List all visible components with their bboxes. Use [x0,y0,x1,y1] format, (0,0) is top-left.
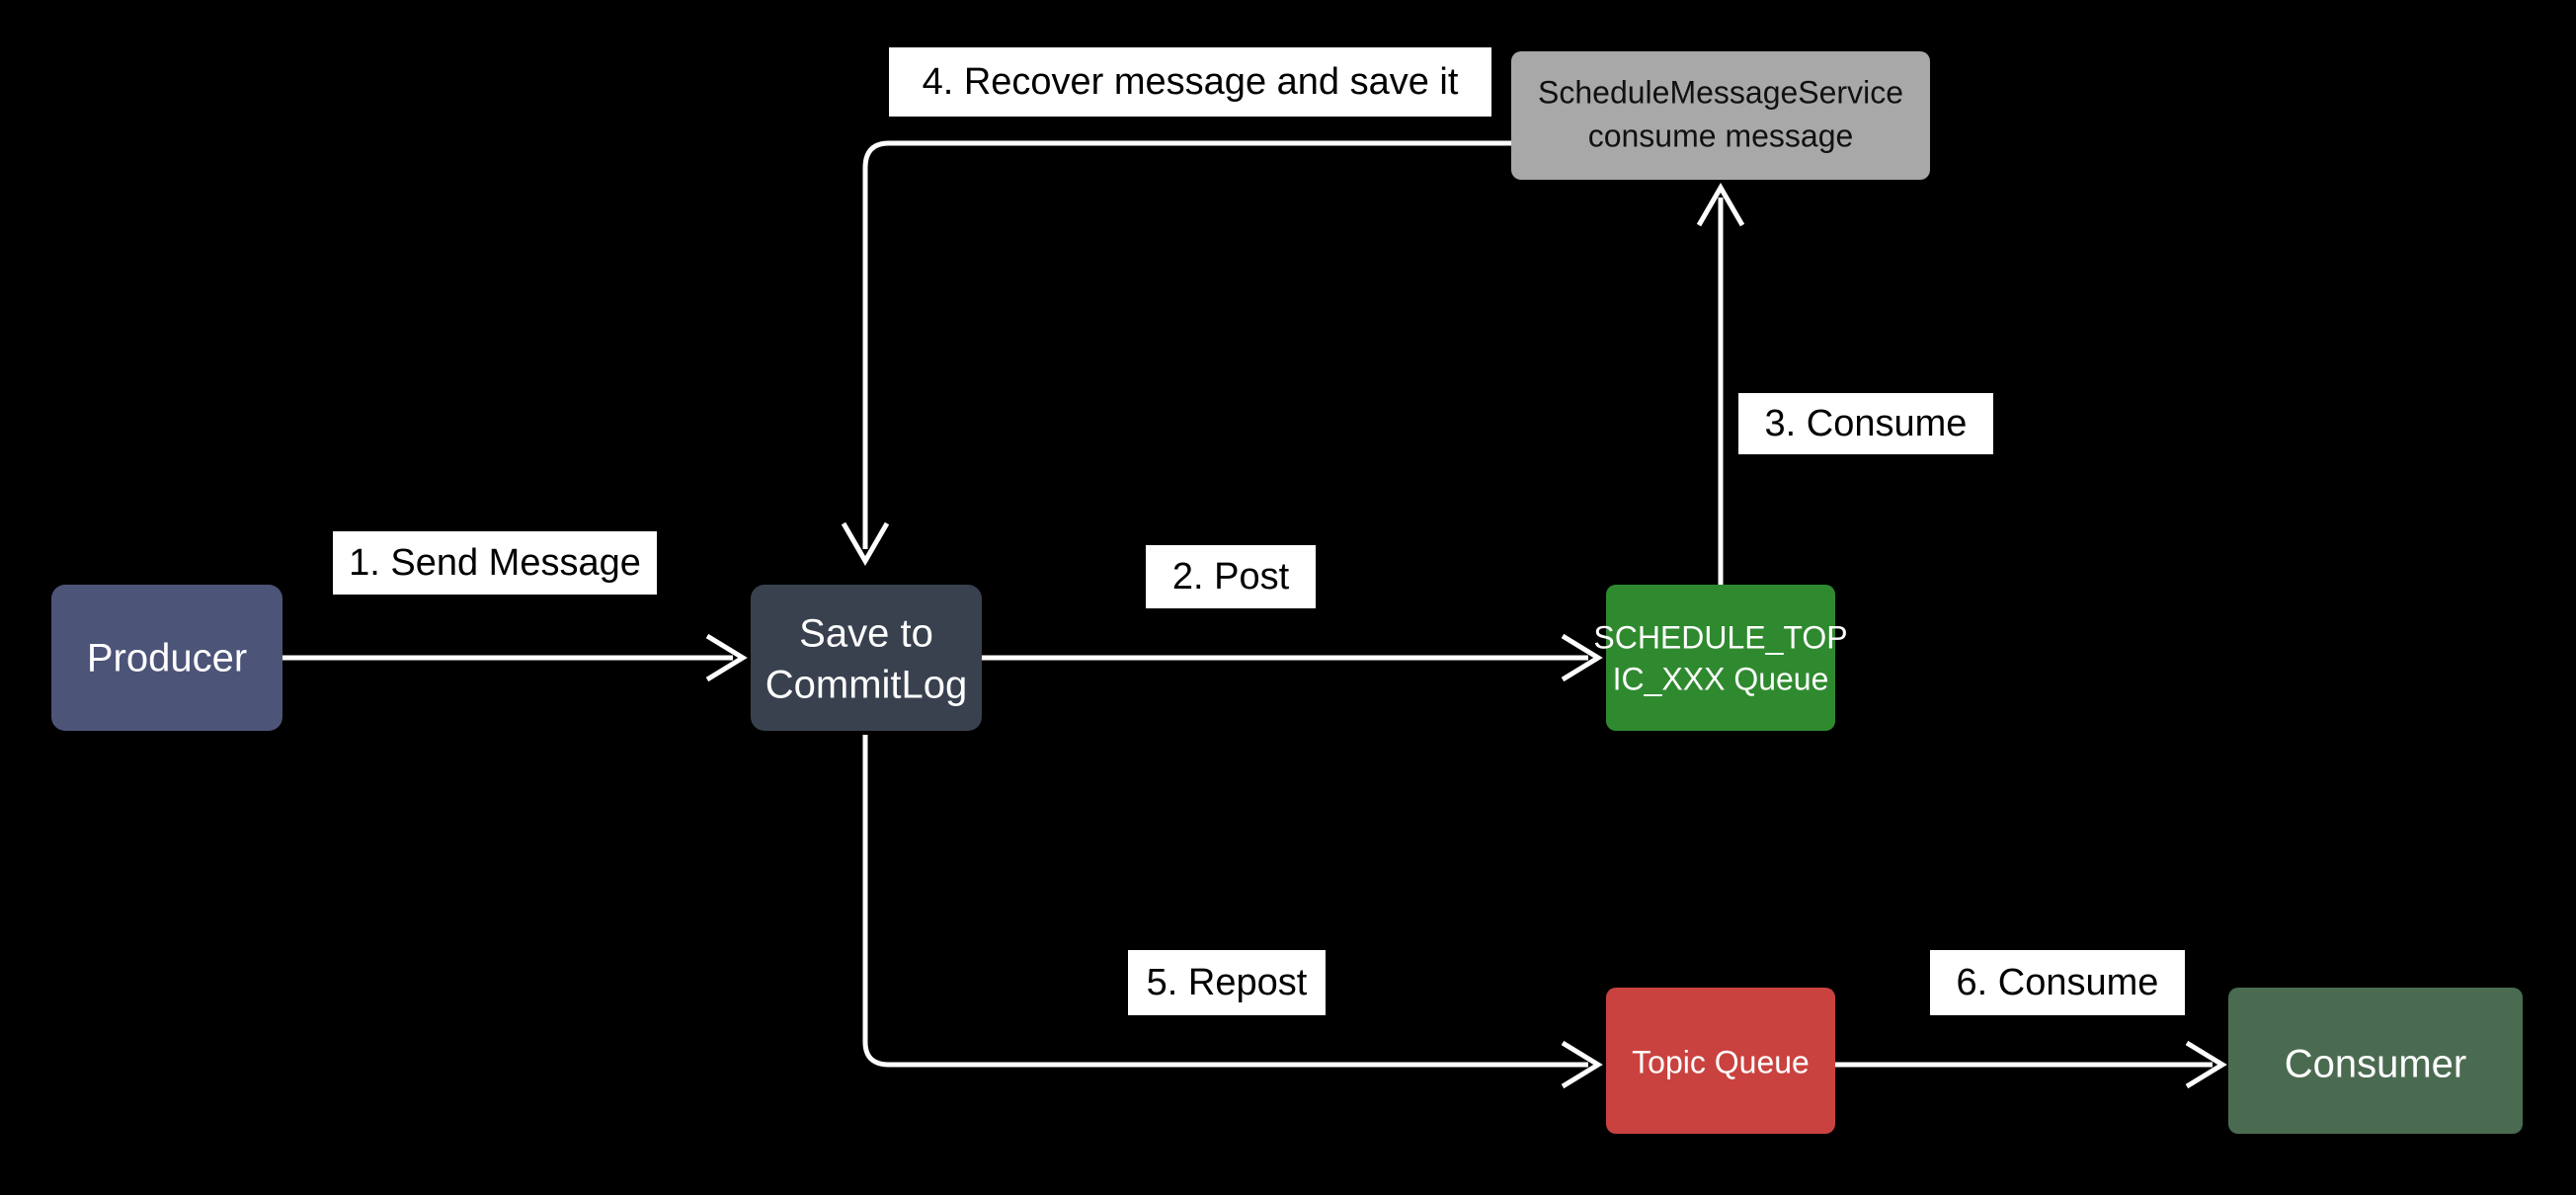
node-commitlog-shape[interactable] [751,585,982,731]
edge-post-arrowhead [1561,633,1603,682]
edge-label-send-message: 1. Send Message [333,531,657,595]
node-schedule-topic-queue-shape[interactable] [1606,585,1835,731]
edge-post [982,633,1603,682]
edge-label-post-box [1146,545,1316,608]
edge-label-consume-schedule: 3. Consume [1738,393,1993,454]
edge-label-consume-topic-box [1930,950,2185,1015]
edge-label-repost-text: 5. Repost [1147,962,1308,1003]
node-schedule-message-service-shape[interactable] [1511,51,1930,180]
edge-label-consume-topic: 6. Consume [1930,950,2185,1015]
node-topic-queue[interactable]: Topic Queue [1606,988,1835,1134]
edge-consume-schedule-arrowhead [1696,183,1745,227]
edge-label-consume-schedule-box [1738,393,1993,454]
edge-repost [862,735,1603,1089]
node-schedule-message-service[interactable]: ScheduleMessageService consume message [1511,51,1930,180]
edge-label-recover-message-box [889,47,1491,117]
edge-label-send-message-box [333,531,657,595]
edge-repost-arrowhead [1561,1040,1603,1089]
edge-recover-message-arrowhead [841,521,890,566]
edge-label-send-message-text: 1. Send Message [349,542,641,584]
node-producer-label: Producer [87,637,247,680]
edge-label-repost: 5. Repost [1128,950,1326,1015]
edge-label-post: 2. Post [1146,545,1316,608]
node-producer-shape[interactable] [51,585,282,731]
edge-send-message-arrowhead [705,633,748,682]
node-producer[interactable]: Producer [51,585,282,731]
edge-send-message [282,633,748,682]
node-schedule-message-service-label-line2: consume message [1588,118,1854,153]
node-schedule-topic-queue[interactable]: SCHEDULE_TOP IC_XXX Queue [1593,585,1848,731]
edge-label-recover-message: 4. Recover message and save it [889,47,1491,117]
node-topic-queue-label: Topic Queue [1632,1044,1810,1079]
node-commitlog-label-line1: Save to [799,612,933,656]
edge-recover-message-line [862,140,1511,549]
edge-label-consume-schedule-text: 3. Consume [1765,403,1968,444]
node-schedule-topic-queue-label-line1: SCHEDULE_TOP [1593,619,1847,655]
node-schedule-topic-queue-label-line2: IC_XXX Queue [1613,661,1829,696]
node-commitlog-label-line2: CommitLog [765,664,968,707]
node-consumer[interactable]: Consumer [2228,988,2523,1134]
edge-label-recover-message-text: 4. Recover message and save it [923,61,1459,103]
node-consumer-label: Consumer [2285,1043,2467,1086]
edge-label-repost-box [1128,950,1326,1015]
edge-recover-message [841,140,1511,566]
node-commitlog[interactable]: Save to CommitLog [751,585,982,731]
edge-consume-schedule [1696,183,1745,585]
edge-consume-topic-arrowhead [2185,1040,2227,1089]
edge-label-consume-topic-text: 6. Consume [1957,962,2159,1003]
edge-repost-line [862,735,1588,1068]
node-schedule-message-service-label-line1: ScheduleMessageService [1538,74,1903,110]
edge-label-post-text: 2. Post [1172,556,1290,598]
node-consumer-shape[interactable] [2228,988,2523,1134]
node-topic-queue-shape[interactable] [1606,988,1835,1134]
edge-consume-topic [1835,1040,2227,1089]
